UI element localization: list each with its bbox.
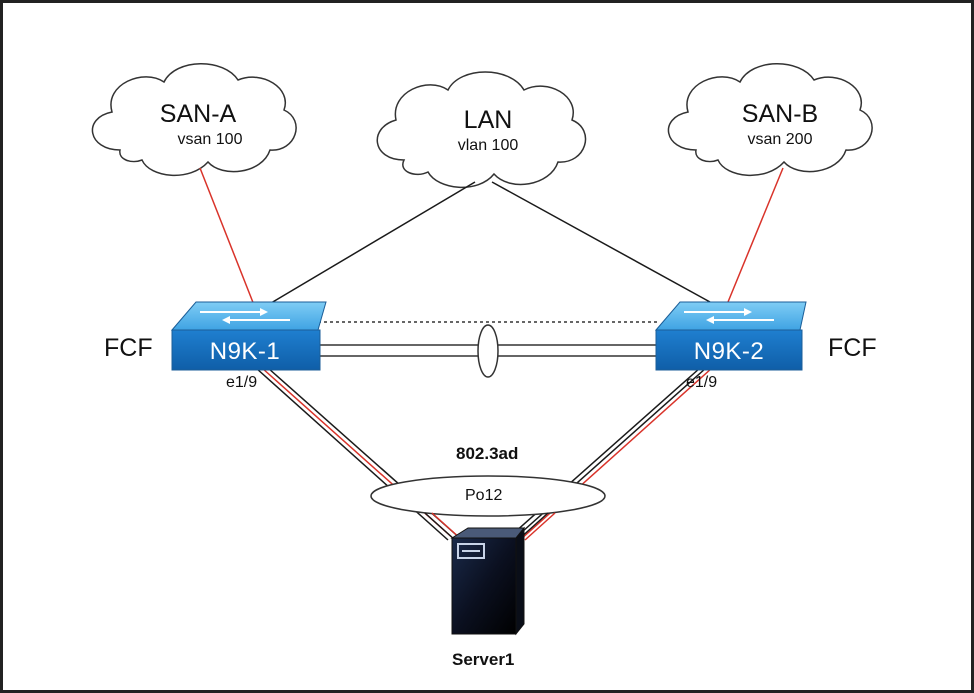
port-channel-protocol: 802.3ad — [456, 444, 519, 463]
server-name: Server1 — [452, 650, 515, 669]
server-icon — [450, 526, 526, 636]
lan-uplink-left — [265, 181, 476, 307]
port-channel-ellipse — [370, 475, 606, 517]
switch-n9k-2-port: e1/9 — [686, 374, 718, 391]
lan-subtitle: vlan 100 — [457, 137, 519, 154]
switch-n9k-2-name: N9K-2 — [693, 338, 765, 365]
switch-n9k-1-port: e1/9 — [226, 374, 258, 391]
san-b-cloud — [667, 63, 873, 176]
lan-uplink-right — [491, 181, 711, 303]
right-fc-downlink — [519, 367, 713, 541]
left-downlink-lower — [424, 512, 456, 541]
switch-n9k-1-name: N9K-1 — [209, 338, 281, 365]
switch-n9k-2-icon — [654, 301, 807, 371]
peer-link-bundle — [477, 324, 499, 378]
left-eth-downlink — [255, 367, 449, 541]
san-a-subtitle: vsan 100 — [177, 131, 243, 148]
switch-n9k-1-role: FCF — [104, 334, 153, 362]
right-fc-downlink-lower — [524, 512, 556, 541]
lan-title: LAN — [463, 106, 513, 134]
san-a-cloud — [91, 63, 297, 176]
switch-n9k-1-icon — [170, 301, 327, 371]
san-b-fc-link — [727, 167, 784, 303]
san-a-fc-link — [199, 167, 255, 306]
san-b-title: SAN-B — [741, 100, 819, 128]
port-channel-name: Po12 — [465, 487, 503, 504]
lan-cloud — [376, 71, 587, 188]
san-b-subtitle: vsan 200 — [747, 131, 813, 148]
san-a-title: SAN-A — [159, 100, 237, 128]
switch-n9k-2-role: FCF — [828, 334, 877, 362]
